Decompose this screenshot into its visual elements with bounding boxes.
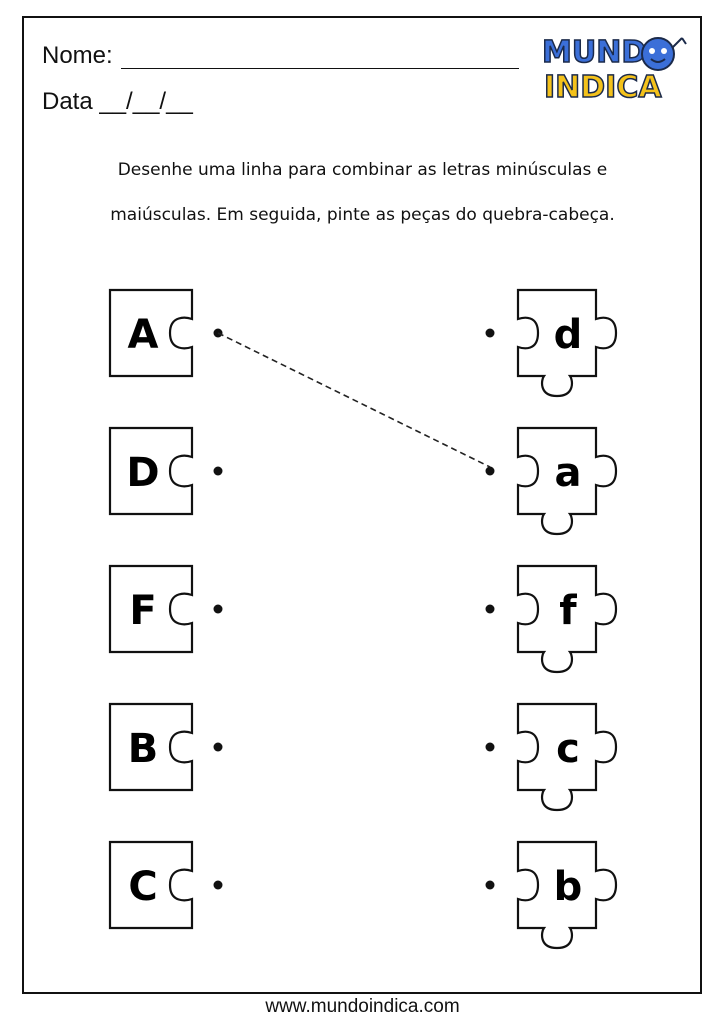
lowercase-letter: f bbox=[559, 588, 577, 634]
mundo-indica-logo: MUNDO INDICA bbox=[541, 34, 687, 104]
uppercase-dot[interactable] bbox=[213, 742, 223, 752]
uppercase-puzzle-piece[interactable] bbox=[108, 564, 194, 654]
name-label: Nome: bbox=[42, 42, 113, 69]
lowercase-letter: b bbox=[554, 864, 583, 910]
date-label: Data __/__/__ bbox=[42, 88, 193, 115]
uppercase-letter: A bbox=[128, 312, 159, 358]
uppercase-letter: C bbox=[128, 864, 157, 910]
lowercase-letter: a bbox=[555, 450, 582, 496]
uppercase-letter: F bbox=[129, 588, 156, 634]
lowercase-puzzle-piece[interactable] bbox=[516, 564, 618, 674]
instruction-line-2: maiúsculas. Em seguida, pinte as peças d… bbox=[110, 205, 615, 225]
lowercase-letter: c bbox=[556, 726, 580, 772]
lowercase-dot[interactable] bbox=[485, 742, 495, 752]
lowercase-puzzle-piece[interactable] bbox=[516, 840, 618, 950]
waving-hand-icon bbox=[671, 37, 687, 49]
uppercase-letter: D bbox=[126, 450, 159, 496]
uppercase-dot[interactable] bbox=[213, 604, 223, 614]
worksheet-border bbox=[22, 16, 702, 994]
uppercase-puzzle-piece[interactable] bbox=[108, 288, 194, 378]
lowercase-dot[interactable] bbox=[485, 466, 495, 476]
uppercase-puzzle-piece[interactable] bbox=[108, 702, 194, 792]
lowercase-puzzle-piece[interactable] bbox=[516, 702, 618, 812]
lowercase-letter: d bbox=[554, 312, 583, 358]
uppercase-dot[interactable] bbox=[213, 880, 223, 890]
uppercase-dot[interactable] bbox=[213, 466, 223, 476]
uppercase-letter: B bbox=[128, 726, 159, 772]
lowercase-puzzle-piece[interactable] bbox=[516, 426, 618, 536]
footer-url: www.mundoindica.com bbox=[265, 996, 460, 1017]
globe-mascot-icon bbox=[641, 37, 675, 71]
lowercase-dot[interactable] bbox=[485, 328, 495, 338]
instruction-line-1: Desenhe uma linha para combinar as letra… bbox=[117, 160, 608, 180]
lowercase-puzzle-piece[interactable] bbox=[516, 288, 618, 398]
lowercase-dot[interactable] bbox=[485, 604, 495, 614]
uppercase-puzzle-piece[interactable] bbox=[108, 426, 194, 516]
uppercase-puzzle-piece[interactable] bbox=[108, 840, 194, 930]
name-input-line[interactable] bbox=[121, 68, 519, 69]
lowercase-dot[interactable] bbox=[485, 880, 495, 890]
example-match-line bbox=[217, 332, 491, 468]
logo-line2: INDICA bbox=[544, 70, 662, 104]
